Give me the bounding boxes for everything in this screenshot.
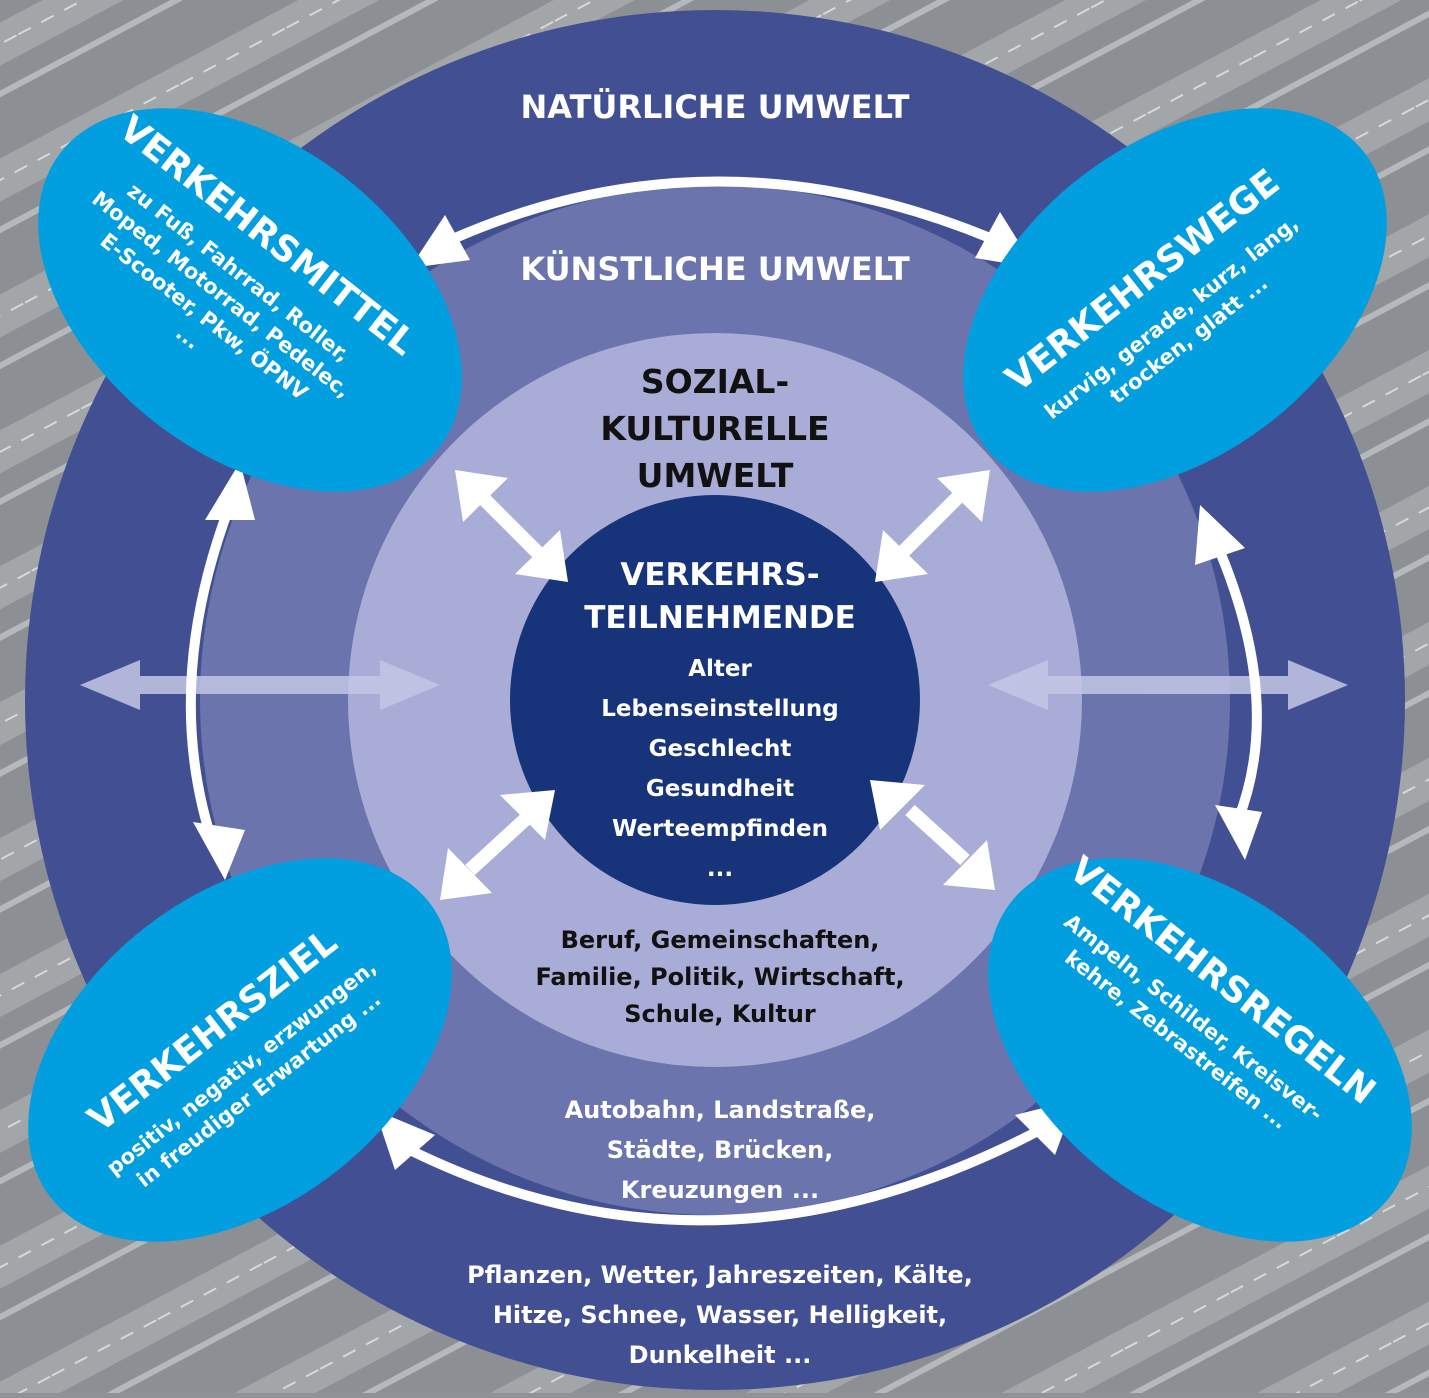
- center-item: ...: [707, 856, 733, 882]
- right-pale-double-arrow: [988, 660, 1348, 710]
- center-item: Alter: [688, 656, 752, 682]
- arrowhead: [1215, 805, 1262, 860]
- social-cultural-title: UMWELT: [637, 456, 794, 495]
- top-left-double-arrow: [475, 490, 545, 560]
- social-examples-line: Schule, Kultur: [624, 1000, 816, 1028]
- right-curved-arrow: [1210, 535, 1262, 825]
- center-title: VERKEHRS-: [620, 557, 819, 593]
- bottom-left-double-arrow: [465, 809, 535, 876]
- artificial-examples-line: Städte, Brücken,: [607, 1136, 834, 1164]
- center-title: TEILNEHMENDE: [584, 600, 856, 636]
- natural-examples-line: Pflanzen, Wetter, Jahreszeiten, Kälte,: [467, 1261, 973, 1289]
- artificial-examples-line: Kreuzungen ...: [621, 1176, 819, 1204]
- center-item: Werteempfinden: [612, 816, 828, 842]
- verkehrsmittel-ellipse: [38, 108, 462, 492]
- verkehrsziel-ellipse: [28, 858, 452, 1242]
- bottom-right-double-arrow: [905, 804, 970, 866]
- natural-examples-line: Hitze, Schnee, Wasser, Helligkeit,: [493, 1301, 947, 1329]
- arrowhead: [205, 462, 255, 520]
- social-examples-line: Familie, Politik, Wirtschaft,: [535, 963, 904, 991]
- arrowhead: [1195, 505, 1245, 565]
- natural-examples-line: Dunkelheit ...: [629, 1341, 812, 1369]
- natural-environment-title: NATÜRLICHE UMWELT: [521, 88, 910, 126]
- social-cultural-title: KULTURELLE: [600, 409, 829, 448]
- social-cultural-title: SOZIAL-: [641, 362, 789, 401]
- arrowhead: [375, 1110, 435, 1170]
- bottom-curved-arrow: [405, 1125, 1045, 1226]
- artificial-examples-line: Autobahn, Landstraße,: [565, 1096, 876, 1124]
- top-right-double-arrow: [895, 490, 965, 560]
- verkehrswege-ellipse: [963, 108, 1387, 492]
- center-item: Lebenseinstellung: [601, 696, 839, 722]
- center-item: Geschlecht: [649, 736, 792, 762]
- arrowhead: [410, 215, 470, 268]
- social-examples-line: Beruf, Gemeinschaften,: [561, 926, 880, 954]
- left-curved-arrow: [185, 500, 235, 855]
- arrowhead: [193, 822, 245, 880]
- road-users-core: [510, 495, 920, 905]
- verkehrsregeln-ellipse: [988, 858, 1412, 1242]
- artificial-environment-title: KÜNSTLICHE UMWELT: [520, 250, 910, 288]
- top-curved-arrow: [450, 176, 995, 243]
- center-item: Gesundheit: [646, 776, 794, 802]
